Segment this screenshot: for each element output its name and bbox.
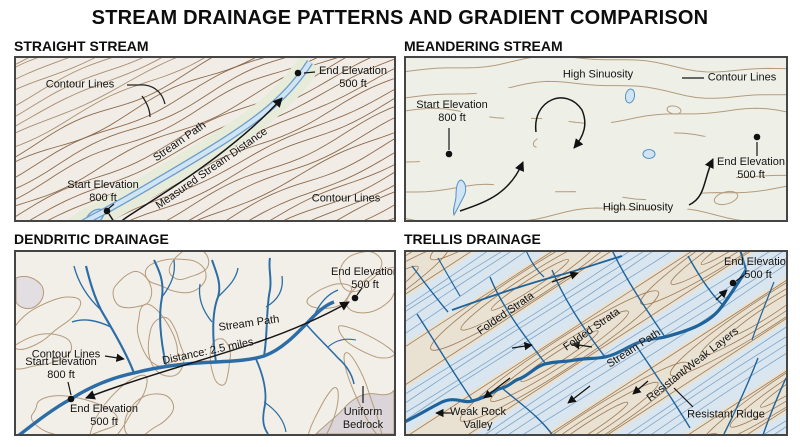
resistant-ridge-label: Resistant Ridge — [687, 408, 765, 421]
pond — [624, 88, 636, 104]
start-elevation-dot — [103, 207, 111, 215]
contour-lines-label-top: Contour Lines — [45, 78, 115, 91]
distance-arrow — [85, 301, 350, 400]
sinuosity-arrow-bottom-left — [459, 161, 524, 212]
end-elevation-dot — [729, 279, 737, 287]
flow-arrows — [435, 271, 728, 418]
resistant-ridge-pointer — [673, 387, 694, 408]
sinuosity-arrow-bottom-right — [688, 158, 714, 206]
high-sinuosity-label-top: High Sinuosity — [562, 68, 634, 81]
measured-distance-line — [108, 97, 283, 220]
heading-trellis-drainage: TRELLIS DRAINAGE — [404, 231, 541, 247]
end-label-pointer — [303, 71, 316, 74]
bedrock-patch — [16, 275, 45, 309]
contour-lines-label: Contour Lines — [707, 71, 777, 84]
page-title: STREAM DRAINAGE PATTERNS AND GRADIENT CO… — [91, 7, 709, 29]
end-label-pointer — [735, 272, 748, 282]
contour-lines-label-bottom: Contour Lines — [311, 192, 381, 205]
start-elevation-dot — [67, 395, 75, 403]
pond — [452, 179, 467, 217]
heading-straight-stream: STRAIGHT STREAM — [14, 38, 149, 54]
heading-meandering-stream: MEANDERING STREAM — [404, 38, 563, 54]
dendritic-drainage-graphic — [16, 252, 394, 434]
dendritic-streams — [17, 257, 357, 434]
heading-dendritic-drainage: DENDRITIC DRAINAGE — [14, 231, 169, 247]
high-sinuosity-label-bottom: High Sinuosity — [602, 201, 674, 214]
contour-label-pointer — [104, 353, 125, 362]
sinuosity-arrow-top — [535, 97, 586, 149]
contour-lines-label: Contour Lines — [31, 348, 101, 361]
end-label-pointer — [356, 287, 363, 296]
pond — [642, 149, 656, 159]
meandering-stream-graphic — [406, 58, 786, 220]
trellis-drainage-graphic — [406, 252, 786, 434]
meandering-stream-map: High Sinuosity Contour Lines Start Eleva… — [404, 56, 788, 222]
end-elevation-dot — [294, 69, 302, 77]
trellis-streams — [406, 252, 786, 434]
uniform-bedrock-region — [315, 389, 394, 434]
end-elevation-dot — [753, 133, 761, 141]
start-elevation-dot — [445, 150, 453, 158]
contour-lines-field — [16, 58, 394, 220]
contour-pointer — [127, 84, 166, 118]
start-label-pointer — [67, 381, 72, 396]
start-label-pointer — [107, 203, 115, 210]
straight-stream-graphic — [16, 58, 394, 220]
end-elevation-dot — [351, 294, 359, 302]
